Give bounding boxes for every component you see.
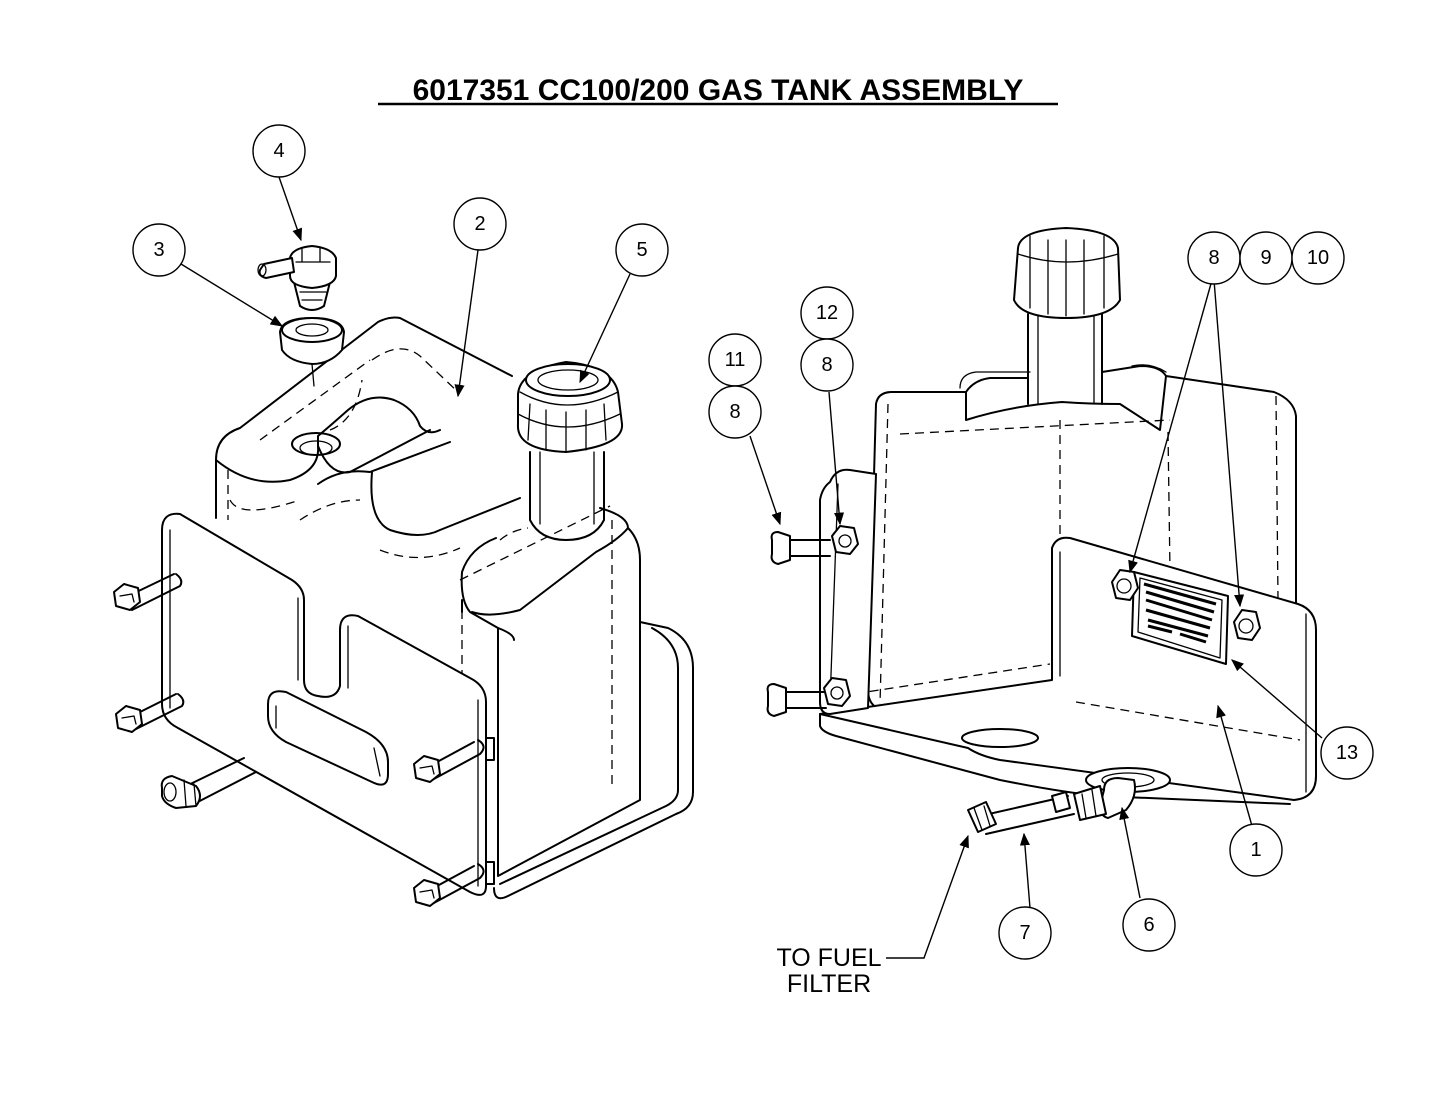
balloon-12-label: 12 <box>816 302 838 324</box>
leader-4 <box>278 176 303 242</box>
leader-8-right-b <box>1213 279 1245 608</box>
balloon-10: 10 <box>1291 231 1345 285</box>
right-fuel-outlet <box>967 767 1171 835</box>
rear-bracket <box>493 621 694 900</box>
right-underside-hole <box>961 728 1039 748</box>
left-bolt-right-lower <box>413 861 495 907</box>
balloon-13-label: 13 <box>1336 742 1358 764</box>
balloon-13: 13 <box>1320 726 1374 780</box>
leader-8-mid <box>828 391 845 526</box>
right-plate-hidden-lines <box>839 663 1301 741</box>
front-bracket-edges <box>169 529 479 887</box>
leader-6 <box>1119 806 1141 899</box>
left-tank-recess <box>317 441 521 536</box>
rear-bracket-inner <box>499 627 679 885</box>
balloon-10-label: 10 <box>1307 247 1329 269</box>
front-bracket-plate <box>161 512 487 896</box>
left-tank-front-wall <box>461 527 641 877</box>
right-bolt-upper <box>770 525 859 565</box>
balloon-7-label: 7 <box>1019 922 1030 944</box>
balloon-4-label: 4 <box>273 140 284 162</box>
balloon-2: 2 <box>453 197 507 251</box>
balloon-8-left-upper: 8 <box>800 338 854 392</box>
balloon-9: 9 <box>1239 231 1293 285</box>
balloon-6-label: 6 <box>1143 914 1154 936</box>
leader-to-fuel-filter <box>886 834 969 959</box>
left-tank-view <box>113 245 694 907</box>
left-tank-hidden-lines <box>227 348 613 870</box>
balloon-6: 6 <box>1122 898 1176 952</box>
bracket-slot <box>267 690 389 786</box>
note-line-1: TO FUEL <box>776 944 881 972</box>
left-bolt-lower <box>115 693 185 733</box>
left-tank-fill-hole-inner <box>299 440 333 456</box>
left-tank-fill-hole <box>291 432 341 456</box>
balloon-8-left-lower: 8 <box>708 385 762 439</box>
right-tank-top-edge <box>959 364 1167 389</box>
note-line-2: FILTER <box>787 970 871 998</box>
leader-1 <box>1216 704 1253 827</box>
right-fuel-cap <box>1013 227 1121 405</box>
balloon-1: 1 <box>1229 823 1283 877</box>
left-fuel-line <box>160 757 257 809</box>
balloon-5-label: 5 <box>636 239 647 261</box>
balloon-8-top-right: 8 <box>1187 231 1241 285</box>
balloon-12: 12 <box>800 286 854 340</box>
balloon-11-label: 11 <box>725 349 746 371</box>
balloon-11: 11 <box>708 333 762 387</box>
leader-13 <box>1231 659 1323 739</box>
leader-lines <box>180 176 1323 959</box>
left-vent-valve <box>257 245 337 311</box>
right-tank-view <box>766 227 1317 835</box>
left-tank-top <box>215 396 441 483</box>
balloon-3: 3 <box>132 223 186 277</box>
right-tank-body <box>867 365 1297 737</box>
balloon-5: 5 <box>615 223 669 277</box>
left-fuel-cap <box>516 361 624 541</box>
leader-8-left <box>749 435 782 526</box>
to-fuel-filter-note: TO FUEL FILTER <box>776 944 881 998</box>
balloon-8-top-right-label: 8 <box>1208 247 1219 269</box>
right-data-label <box>1131 571 1229 665</box>
leader-3 <box>180 263 284 327</box>
right-front-plate-edges <box>1059 551 1307 793</box>
balloon-4: 4 <box>252 124 306 178</box>
right-bolt-plate-left <box>1111 569 1139 601</box>
left-bolt-right-upper <box>413 737 495 783</box>
left-bolt-upper <box>113 573 183 611</box>
balloon-8-left-lower-label: 8 <box>729 401 740 423</box>
title-text: 6017351 CC100/200 GAS TANK ASSEMBLY <box>413 74 1024 107</box>
leader-5 <box>579 273 631 384</box>
leader-8-right-a <box>1128 279 1213 574</box>
balloon-7: 7 <box>998 906 1052 960</box>
balloon-1-label: 1 <box>1250 839 1261 861</box>
bracket-slot-edges <box>275 705 381 777</box>
balloon-3-label: 3 <box>153 239 164 261</box>
left-tank-body <box>215 316 515 641</box>
right-side-bracket <box>819 468 877 715</box>
right-bolt-plate-right <box>1233 609 1261 641</box>
left-grommet <box>279 317 345 387</box>
leader-7 <box>1019 832 1031 909</box>
balloon-9-label: 9 <box>1260 247 1271 269</box>
balloon-2-label: 2 <box>474 213 485 235</box>
right-bolt-lower <box>766 677 851 717</box>
leader-2 <box>454 249 479 398</box>
diagram-title: 6017351 CC100/200 GAS TANK ASSEMBLY <box>378 74 1058 107</box>
balloon-8-left-upper-label: 8 <box>821 354 832 376</box>
